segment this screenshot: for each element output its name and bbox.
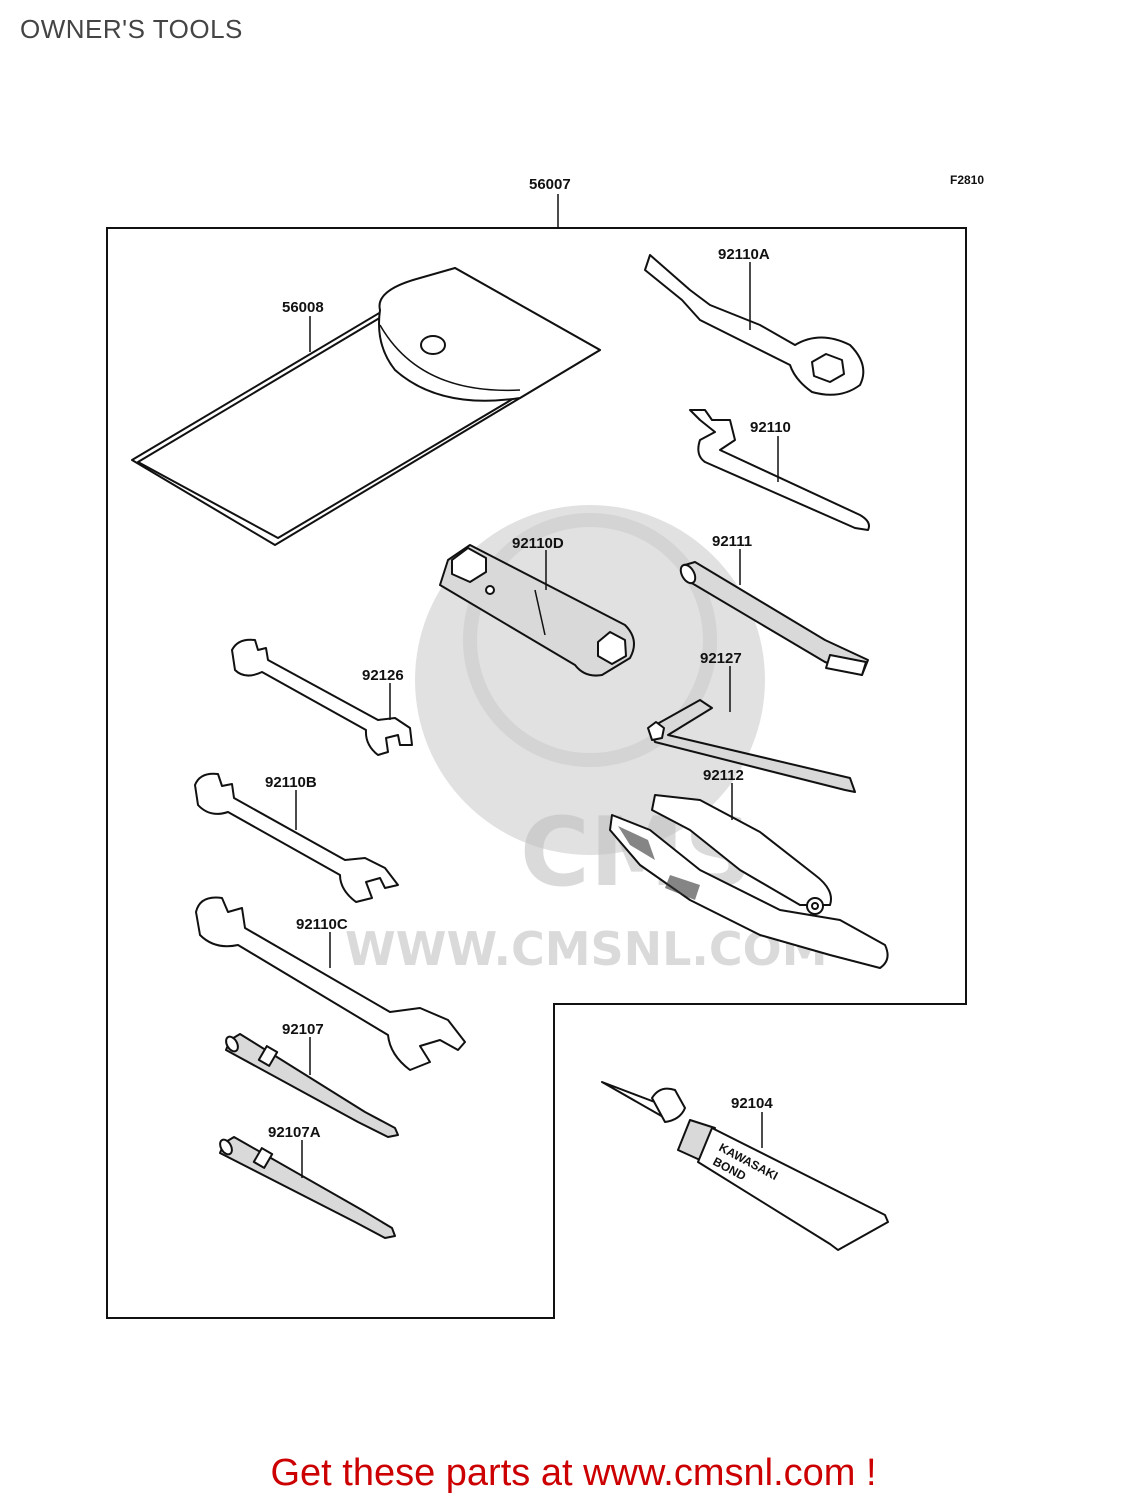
label-small-wrench: 92126 (362, 667, 404, 684)
footer-promo[interactable]: Get these parts at www.cmsnl.com ! (270, 1452, 877, 1494)
label-large-wrench: 92110C (296, 916, 348, 933)
tool-bag (131, 267, 601, 546)
handle-bar (679, 561, 869, 676)
hex-key (647, 699, 856, 793)
figure-code: F2810 (950, 173, 984, 187)
label-kit: 56007 (529, 176, 571, 193)
label-bag: 56008 (282, 299, 324, 316)
screwdriver-alt (219, 1136, 396, 1239)
label-ring-wrench: 92110A (718, 246, 770, 263)
label-pliers: 92112 (703, 767, 744, 784)
hook-wrench (689, 409, 870, 531)
parts-diagram: CMS WWW.CMSNL.COM F2810 56007 56008 9211… (106, 173, 984, 1319)
label-hex-key: 92127 (700, 650, 742, 667)
pliers (609, 794, 889, 969)
kit-outline (106, 227, 967, 1319)
small-wrench (231, 638, 413, 756)
large-wrench (195, 896, 466, 1071)
label-hook-wrench: 92110 (750, 419, 791, 436)
medium-wrench (194, 772, 399, 903)
label-handle-bar: 92111 (712, 533, 752, 550)
bond-tube: KAWASAKI BOND (601, 1081, 889, 1251)
label-medium-wrench: 92110B (265, 774, 317, 791)
screwdriver (225, 1033, 399, 1138)
label-box-wrench: 92110D (512, 535, 564, 552)
box-wrench (439, 544, 635, 677)
ring-wrench (644, 254, 865, 396)
label-bond-tube: 92104 (731, 1095, 773, 1112)
page-title: OWNER'S TOOLS (20, 14, 243, 44)
watermark-url: WWW.CMSNL.COM (345, 922, 828, 976)
label-screwdriver: 92107 (282, 1021, 324, 1038)
label-screwdriver-alt: 92107A (268, 1124, 321, 1141)
